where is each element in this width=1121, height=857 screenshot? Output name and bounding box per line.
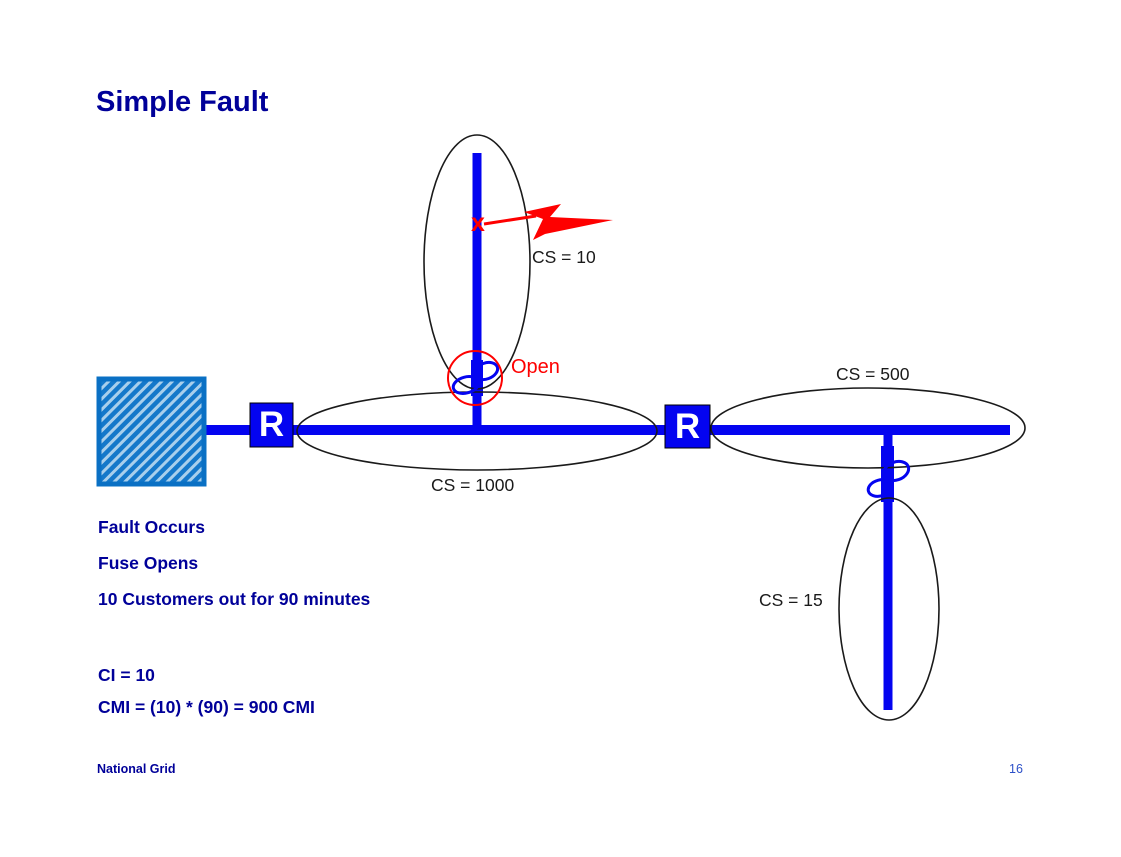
customer-group-ellipse-right — [710, 387, 1026, 469]
recloser-label-1: R — [258, 405, 285, 444]
fuse-open-highlight-circle — [447, 350, 503, 406]
recloser-box-1 — [249, 402, 294, 448]
cs-label-top-branch: CS = 10 — [532, 247, 596, 267]
lightning-bolt-icon — [483, 204, 613, 240]
fuse-icon — [866, 459, 911, 498]
fault-x-marker: x — [471, 209, 485, 237]
fuse-loop-upper — [472, 360, 500, 382]
lightning-bolt-body — [524, 204, 613, 240]
note-fault-occurs: Fault Occurs — [98, 517, 205, 537]
page-title: Simple Fault — [96, 86, 269, 118]
calc-ci: CI = 10 — [98, 665, 155, 685]
substation-square — [96, 376, 207, 487]
fuse-open-icon — [447, 350, 503, 406]
calc-cmi: CMI = (10) * (90) = 900 CMI — [98, 697, 315, 717]
cs-label-main-feeder: CS = 1000 — [431, 475, 515, 495]
fuse-loop-lower — [451, 375, 481, 395]
footer-brand: National Grid — [97, 762, 176, 776]
customer-group-ellipses — [296, 134, 1026, 721]
customer-group-ellipse-bottom — [838, 497, 940, 721]
recloser-box-2 — [664, 404, 711, 449]
cs-label-right-feeder: CS = 500 — [836, 364, 910, 384]
cs-label-right-branch: CS = 15 — [759, 590, 823, 610]
fuse-loop-lower — [866, 478, 894, 498]
recloser-label-2: R — [674, 407, 701, 446]
note-customers-out: 10 Customers out for 90 minutes — [98, 589, 371, 609]
customer-group-ellipse-main — [296, 391, 658, 471]
fuse-loop-upper — [881, 459, 911, 483]
page-number: 16 — [1009, 762, 1023, 776]
fuse-open-label: Open — [511, 356, 560, 378]
lightning-bolt-tail — [483, 214, 537, 226]
feeder-lines — [203, 153, 1010, 710]
note-fuse-opens: Fuse Opens — [98, 553, 199, 573]
